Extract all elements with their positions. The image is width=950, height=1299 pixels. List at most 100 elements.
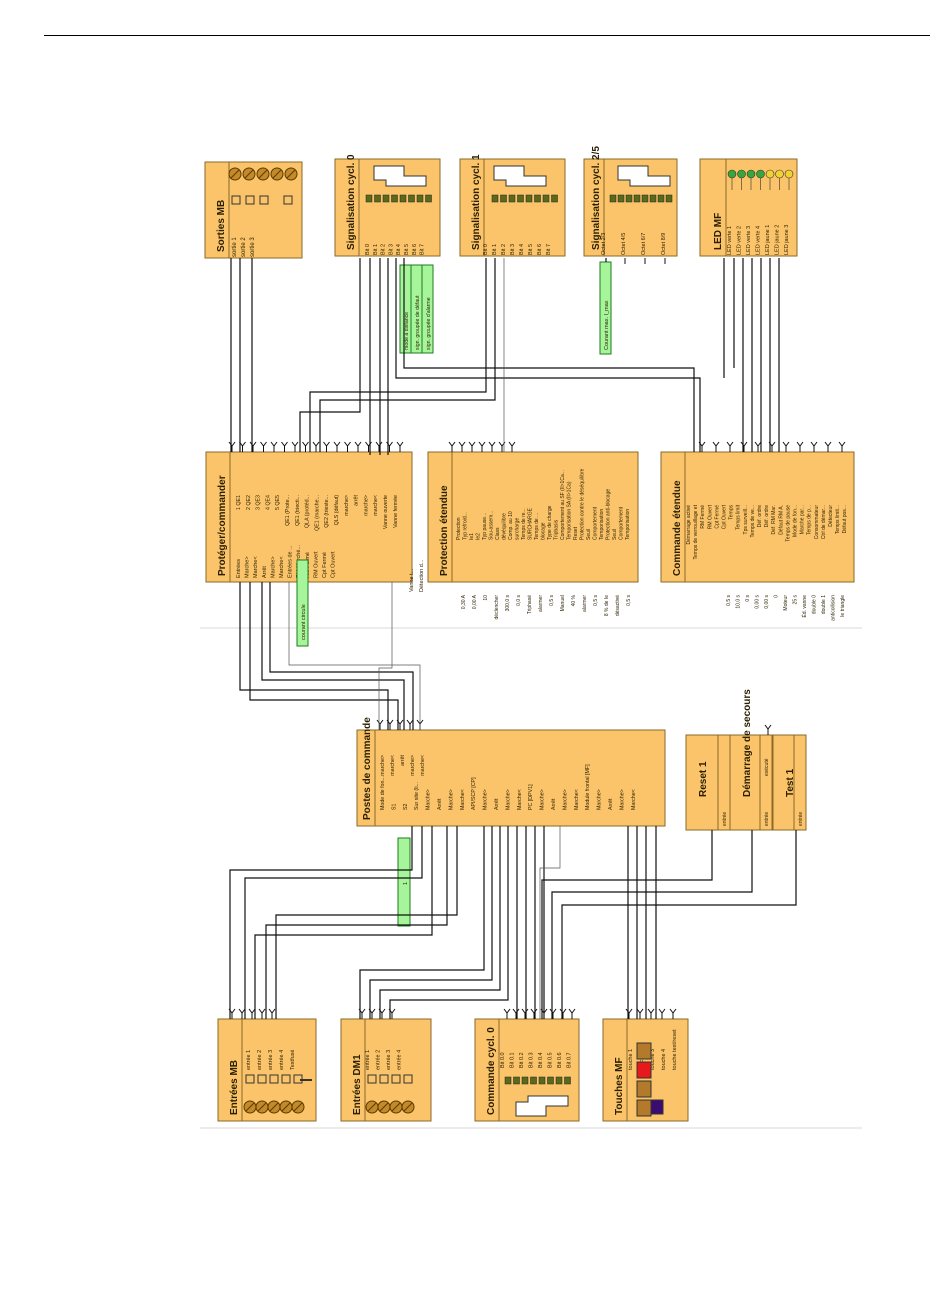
- port-label: entrée 3: [268, 1050, 274, 1070]
- row-label: RM Ouvert: [707, 504, 713, 529]
- row-label: Typ pause...: [482, 513, 488, 540]
- port-label: touche 3: [650, 1049, 656, 1070]
- port-label: Octet 8/9: [661, 233, 667, 255]
- output-label: QLS (défaut): [334, 495, 340, 526]
- value-label: 0,0 s: [516, 595, 522, 606]
- value-label: Moteur: [783, 595, 789, 611]
- row-label: Marche par...: [800, 505, 806, 534]
- value-label: 0,5 s: [549, 595, 555, 606]
- input-label: Cpt Ouvert: [331, 551, 337, 578]
- port-label: Bit 6: [537, 244, 543, 255]
- row-label: Ie1: [469, 533, 475, 540]
- value-label: anticollision: [831, 595, 837, 621]
- row-label: Temps limit...: [835, 505, 841, 534]
- value-label: 8 % de Ie: [604, 595, 610, 616]
- sorties-mb-title: Sorties MB: [216, 200, 227, 252]
- port-label: entrée 1: [365, 1050, 371, 1070]
- port-label: entrée 3: [386, 1050, 392, 1070]
- input-label: Marche>: [619, 789, 625, 810]
- port-label: Testfusé: [290, 1050, 296, 1070]
- value-label: 0,00 s: [755, 595, 761, 609]
- value-label: 0,30 A: [461, 594, 467, 609]
- input-label: Marche>: [540, 789, 546, 810]
- port-label: Octet 6/7: [641, 233, 647, 255]
- row-label: Temps de verrouillage et: [693, 504, 699, 559]
- input-label: Entrées de ...: [288, 545, 294, 578]
- postes-title: Postes de commande: [362, 717, 373, 820]
- port-label: LED verte 1: [727, 226, 733, 255]
- row-label: Seuil: [586, 529, 592, 540]
- row-label: Déf. ordre: [757, 505, 763, 527]
- port-label: Bit 0.5: [548, 1052, 554, 1068]
- port-label: Bit 4: [396, 244, 402, 255]
- header-rule: [44, 35, 930, 36]
- port-label: Bit 0.3: [529, 1052, 535, 1068]
- value-label: Manuel: [560, 595, 566, 611]
- output-label: QE1 (Prote...: [285, 495, 291, 526]
- value-label: 0,5 s: [593, 595, 599, 606]
- test-title: Test 1: [785, 768, 796, 797]
- row-label: Class: [495, 527, 501, 540]
- port-label: entrée 1: [246, 1050, 252, 1070]
- output-label: QE2 (trieste...: [324, 495, 330, 528]
- input-label: Entrées: [236, 559, 242, 578]
- input-label: Marche<: [460, 789, 466, 810]
- row-label: blocage: [541, 522, 547, 540]
- row-label: Temporisation: [599, 509, 605, 540]
- port-label: LED verte 4: [756, 226, 762, 255]
- green-label: sign. groupée de défaut: [415, 295, 421, 350]
- port-label: exécuté: [764, 758, 770, 776]
- entrees-dm-title: Entrées DM1: [352, 1054, 363, 1115]
- port-label: Bit 0.4: [538, 1052, 544, 1068]
- port-label: touche test/reset: [672, 1029, 678, 1070]
- port-label: Bit 0.6: [557, 1052, 563, 1068]
- port-label: LED jaune 3: [784, 225, 790, 255]
- output-label: 1 QE1: [236, 495, 242, 510]
- value-label: alarmer: [582, 595, 588, 612]
- port-label: touche 1: [628, 1049, 634, 1070]
- row-label: Temps de pause: [785, 505, 791, 542]
- port-label: Bit 7: [546, 244, 552, 255]
- value-label: 0,5 s: [626, 595, 632, 606]
- row-label: Type de charge: [547, 505, 553, 540]
- row-label: Comportement: [593, 506, 599, 540]
- port-label: Bit 5: [528, 244, 534, 255]
- row-label: Comp. au 10: [508, 511, 514, 540]
- port-label: Octet 4/5: [621, 233, 627, 255]
- input-label: Marche>: [505, 789, 511, 810]
- port-label: LED jaune 2: [775, 225, 781, 255]
- row-label: Sou-assem...: [489, 511, 495, 540]
- port-label: Bit 3: [510, 244, 516, 255]
- row-label: Seuil: [612, 529, 618, 540]
- row-label: surcharge: [515, 518, 521, 540]
- value-label: double 0: [812, 595, 818, 614]
- row-label: Typ refroid...: [463, 512, 469, 540]
- port-label: Bit 1: [373, 244, 379, 255]
- input-label: Arrêt: [608, 798, 614, 810]
- green-label: 1: [403, 882, 409, 885]
- input-label: Arrêt: [494, 798, 500, 810]
- row-label: Protection: [456, 517, 462, 540]
- port-label: LED verte 2: [737, 226, 743, 255]
- port-label: LED verte 3: [746, 226, 752, 255]
- protection-title: Protection étendue: [439, 485, 450, 576]
- row-label: Temps de ve...: [750, 505, 756, 538]
- output-label: marche>: [380, 755, 386, 776]
- row-label: Comportement: [619, 506, 625, 540]
- port-label: entrée 4: [397, 1050, 403, 1070]
- port-label: Bit 5: [404, 244, 410, 255]
- row-label: Tripbasis: [554, 519, 560, 540]
- row-label: Mode de fon...: [793, 505, 799, 537]
- output-label: arrêt: [354, 494, 360, 505]
- output-label: marche<: [373, 495, 379, 516]
- param-label: Détection d...: [419, 559, 425, 592]
- sig25-title: Signalisation cycl. 2/5: [591, 146, 602, 250]
- input-label: S1: [391, 803, 397, 810]
- green-label: sign. groupée d'alarme: [426, 297, 432, 350]
- row-label: Temps de p...: [807, 505, 813, 535]
- row-label: Protection anti-blocage: [606, 489, 612, 540]
